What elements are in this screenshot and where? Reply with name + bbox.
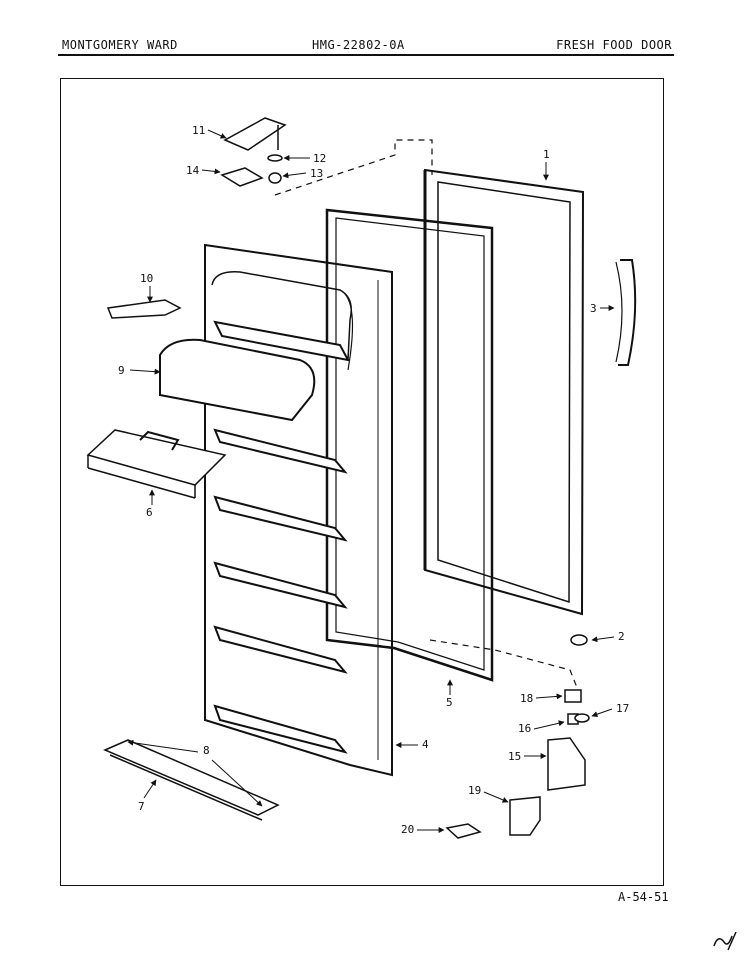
- part-door-handle: [615, 259, 637, 366]
- part-top-hinge-assembly: [220, 117, 287, 187]
- part-callouts: 1 2 3 4 5 6 7 8 9 10 11 12 13 14 15 16: [118, 124, 629, 836]
- callout-14: 14: [186, 164, 200, 177]
- callout-3: 3: [590, 302, 597, 315]
- callout-7: 7: [138, 800, 145, 813]
- diagram-frame: [60, 78, 664, 886]
- part-outer-door-panel: [423, 168, 585, 616]
- callout-4: 4: [422, 738, 429, 751]
- callout-11: 11: [192, 124, 205, 137]
- part-dairy-door-hinge: [106, 299, 182, 319]
- callout-13: 13: [310, 167, 323, 180]
- drawing-code: A-54-51: [618, 890, 669, 904]
- part-dairy-door: [159, 338, 316, 422]
- callout-8: 8: [203, 744, 210, 757]
- callout-2: 2: [618, 630, 625, 643]
- corner-mark-icon: [713, 931, 737, 951]
- callout-20: 20: [401, 823, 414, 836]
- callout-6: 6: [146, 506, 153, 519]
- part-door-gasket: [325, 208, 494, 682]
- part-inner-door-liner: [204, 243, 393, 777]
- callout-19: 19: [468, 784, 481, 797]
- header-model-number: HMG-22802-0A: [312, 38, 405, 52]
- callout-17: 17: [616, 702, 629, 715]
- callout-1: 1: [543, 148, 550, 161]
- part-egg-tray: [86, 429, 227, 499]
- callout-5: 5: [446, 696, 453, 709]
- header-section-title: FRESH FOOD DOOR: [556, 38, 672, 52]
- callout-12: 12: [313, 152, 326, 165]
- header-brand: MONTGOMERY WARD: [62, 38, 178, 52]
- assembly-guide-lines: [274, 139, 579, 691]
- part-bottom-hinge-assembly: [445, 634, 590, 839]
- callout-15: 15: [508, 750, 521, 763]
- part-shelf-bar: [103, 739, 280, 821]
- header-rule: [58, 54, 674, 56]
- callout-16: 16: [518, 722, 531, 735]
- callout-9: 9: [118, 364, 125, 377]
- callout-10: 10: [140, 272, 153, 285]
- callout-18: 18: [520, 692, 533, 705]
